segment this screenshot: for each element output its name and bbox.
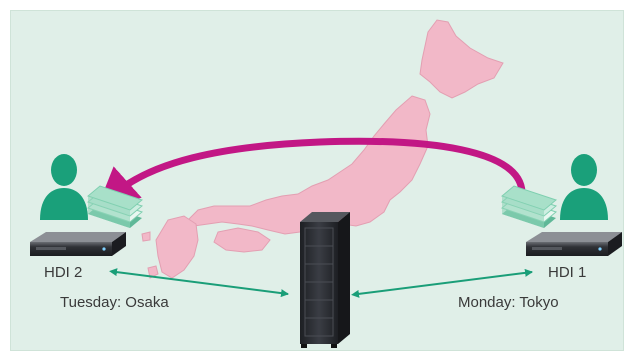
storage-rack-icon [300, 212, 350, 348]
hdi1-label: HDI 1 [548, 264, 587, 281]
hdi2-label: HDI 2 [44, 264, 83, 281]
link-arrow-hdi1 [351, 268, 533, 298]
server-icon [526, 232, 622, 256]
hdi2-caption: Tuesday: Osaka [60, 294, 169, 311]
person-icon [40, 154, 88, 220]
documents-icon [500, 185, 558, 228]
documents-icon [86, 185, 144, 228]
link-arrow-hdi2 [109, 268, 289, 298]
transfer-arrow [96, 137, 526, 210]
server-icon [30, 232, 126, 256]
person-icon [560, 154, 608, 220]
hdi1-caption: Monday: Tokyo [458, 294, 559, 311]
